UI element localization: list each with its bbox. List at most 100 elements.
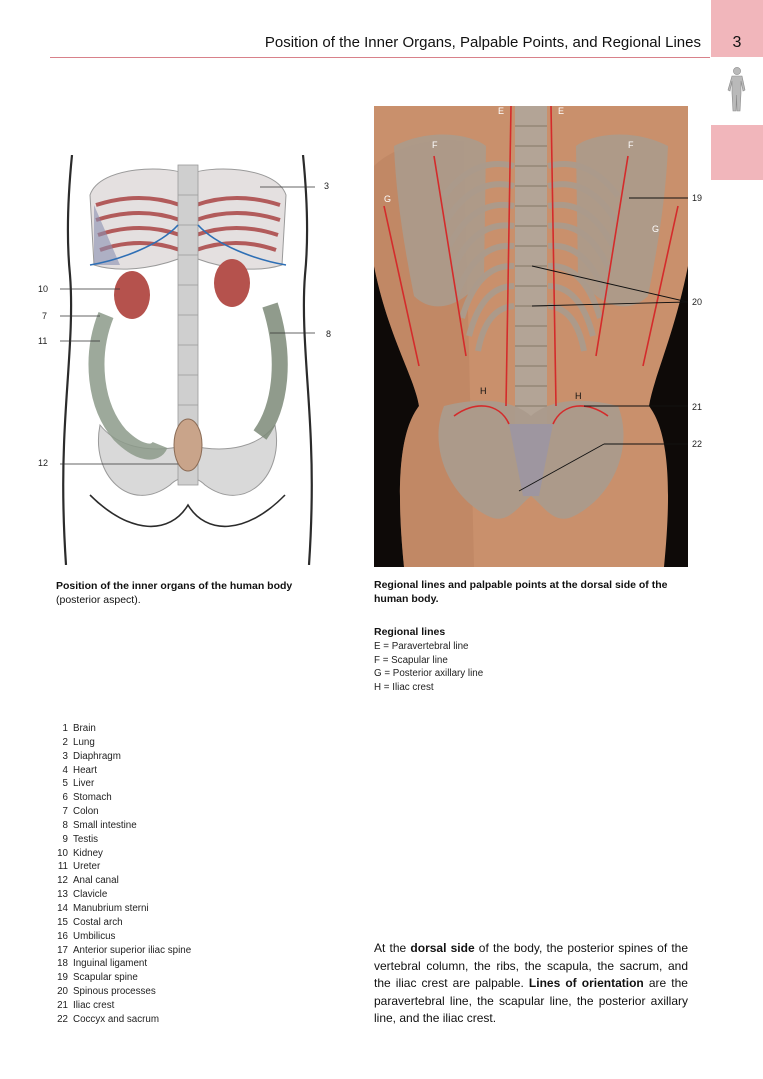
- legend-item-number: 14: [57, 902, 68, 914]
- legend-item: 12 Anal canal: [56, 874, 286, 888]
- header-rule: [50, 57, 710, 58]
- legend-item: 11 Ureter: [56, 860, 286, 874]
- legend-item-text: Umbilicus: [73, 930, 116, 942]
- legend-item-text: Ureter: [73, 861, 101, 873]
- para-bold-1: dorsal side: [410, 941, 475, 955]
- para-text-1: At the: [374, 941, 411, 955]
- legend-item-text: Coccyx and sacrum: [73, 1013, 160, 1025]
- legend-item-text: Clavicle: [73, 889, 108, 901]
- point-label-19: 19: [692, 193, 703, 203]
- line-label-f-right: F: [628, 140, 634, 150]
- legend-item-text: Lung: [73, 736, 95, 748]
- legend-item-number: 3: [62, 750, 68, 762]
- point-label-20: 20: [692, 297, 703, 307]
- legend-item-number: 21: [57, 999, 68, 1011]
- legend-item-text: Stomach: [73, 792, 112, 804]
- legend-item-number: 12: [57, 875, 68, 887]
- line-label-g-left: G: [384, 194, 392, 204]
- chapter-tab: [711, 0, 763, 57]
- legend-item-text: Iliac crest: [73, 999, 115, 1011]
- left-caption-rest: (posterior aspect).: [56, 594, 141, 606]
- legend-item: 1 Brain: [56, 722, 286, 736]
- legend-item-number: 5: [62, 778, 68, 790]
- legend-item-number: 17: [57, 944, 68, 956]
- legend-item: 16 Umbilicus: [56, 930, 286, 944]
- legend-item-text: Testis: [73, 833, 99, 845]
- line-label-f-left: F: [432, 140, 438, 150]
- legend-item: 22 Coccyx and sacrum: [56, 1013, 286, 1027]
- figure-label-3: 3: [324, 181, 330, 191]
- regional-line-item: F = Scapular line: [374, 654, 448, 666]
- legend-item: 10 Kidney: [56, 847, 286, 861]
- legend-item-text: Manubrium sterni: [73, 902, 149, 914]
- right-figure-caption: Regional lines and palpable points at th…: [374, 579, 668, 605]
- legend-item-text: Anal canal: [73, 875, 119, 887]
- page-header-title: Position of the Inner Organs, Palpable P…: [264, 34, 701, 51]
- legend-item-number: 1: [62, 723, 68, 734]
- dorsal-regional-lines-photo: E E F F G G H H: [374, 106, 688, 567]
- legend-item-number: 20: [57, 986, 68, 998]
- legend-item: 14 Manubrium sterni: [56, 902, 286, 916]
- body-paragraph: At the dorsal side of the body, the post…: [374, 940, 688, 1028]
- legend-item-number: 2: [62, 736, 68, 748]
- figure-label-12: 12: [38, 458, 49, 468]
- line-label-h-left: H: [480, 386, 487, 396]
- legend-item-text: Colon: [73, 806, 99, 818]
- legend-item-text: Inguinal ligament: [73, 958, 148, 970]
- legend-item-number: 11: [57, 861, 68, 873]
- legend-item: 17 Anterior superior iliac spine: [56, 944, 286, 958]
- legend-item: 18 Inguinal ligament: [56, 957, 286, 971]
- legend-item-text: Brain: [73, 723, 96, 734]
- regional-lines-list: E = Paravertebral line F = Scapular line…: [374, 640, 483, 694]
- regional-lines-heading: Regional lines: [374, 626, 446, 638]
- legend-item-text: Costal arch: [73, 916, 123, 928]
- legend-item-text: Anterior superior iliac spine: [73, 944, 192, 956]
- para-text-2: of the body, the posterior spines of the…: [374, 941, 689, 990]
- legend-item-number: 22: [57, 1013, 68, 1025]
- legend-item: 8 Small intestine: [56, 819, 286, 833]
- legend-item-text: Scapular spine: [73, 972, 138, 984]
- legend-item-text: Liver: [73, 778, 95, 790]
- legend-item: 7 Colon: [56, 805, 286, 819]
- left-caption-bold: Position of the inner organs of the huma…: [56, 580, 293, 592]
- legend-item: 20 Spinous processes: [56, 985, 286, 999]
- body-silhouette-icon: [727, 67, 746, 112]
- chapter-tab-lower: [711, 125, 763, 180]
- left-figure-caption: Position of the inner organs of the huma…: [56, 579, 346, 607]
- legend-item-number: 16: [57, 930, 68, 942]
- figure-label-10: 10: [38, 284, 49, 294]
- legend-item: 13 Clavicle: [56, 888, 286, 902]
- point-label-21: 21: [692, 402, 703, 412]
- para-bold-2: Lines of orientation: [528, 976, 644, 990]
- legend-item-number: 18: [57, 958, 68, 970]
- legend-item: 19 Scapular spine: [56, 971, 286, 985]
- legend-item-number: 15: [57, 916, 68, 928]
- legend-item-number: 8: [62, 819, 68, 831]
- legend-item-number: 10: [57, 847, 68, 859]
- legend-item-text: Spinous processes: [73, 986, 156, 998]
- figure-label-8: 8: [326, 329, 332, 339]
- figure-label-7: 7: [42, 311, 48, 321]
- legend-item: 15 Costal arch: [56, 916, 286, 930]
- line-label-e-left: E: [498, 106, 505, 116]
- point-label-22: 22: [692, 439, 703, 449]
- page-number: 3: [732, 34, 742, 51]
- legend-item-text: Small intestine: [73, 819, 137, 831]
- legend-item: 3 Diaphragm: [56, 750, 286, 764]
- para-text-3: are the paravertebral line, the scapular…: [374, 976, 688, 1025]
- legend-item-number: 19: [57, 972, 68, 984]
- inner-organs-illustration: [60, 155, 315, 565]
- line-label-e-right: E: [558, 106, 565, 116]
- regional-line-item: H = Iliac crest: [374, 681, 434, 693]
- line-label-g-right: G: [652, 224, 660, 234]
- legend-item-number: 13: [57, 889, 68, 901]
- legend-item-text: Kidney: [73, 847, 103, 859]
- legend-item: 2 Lung: [56, 736, 286, 750]
- legend-item-text: Diaphragm: [73, 750, 121, 762]
- legend-item-number: 7: [62, 806, 68, 818]
- legend-item-text: Heart: [73, 764, 97, 776]
